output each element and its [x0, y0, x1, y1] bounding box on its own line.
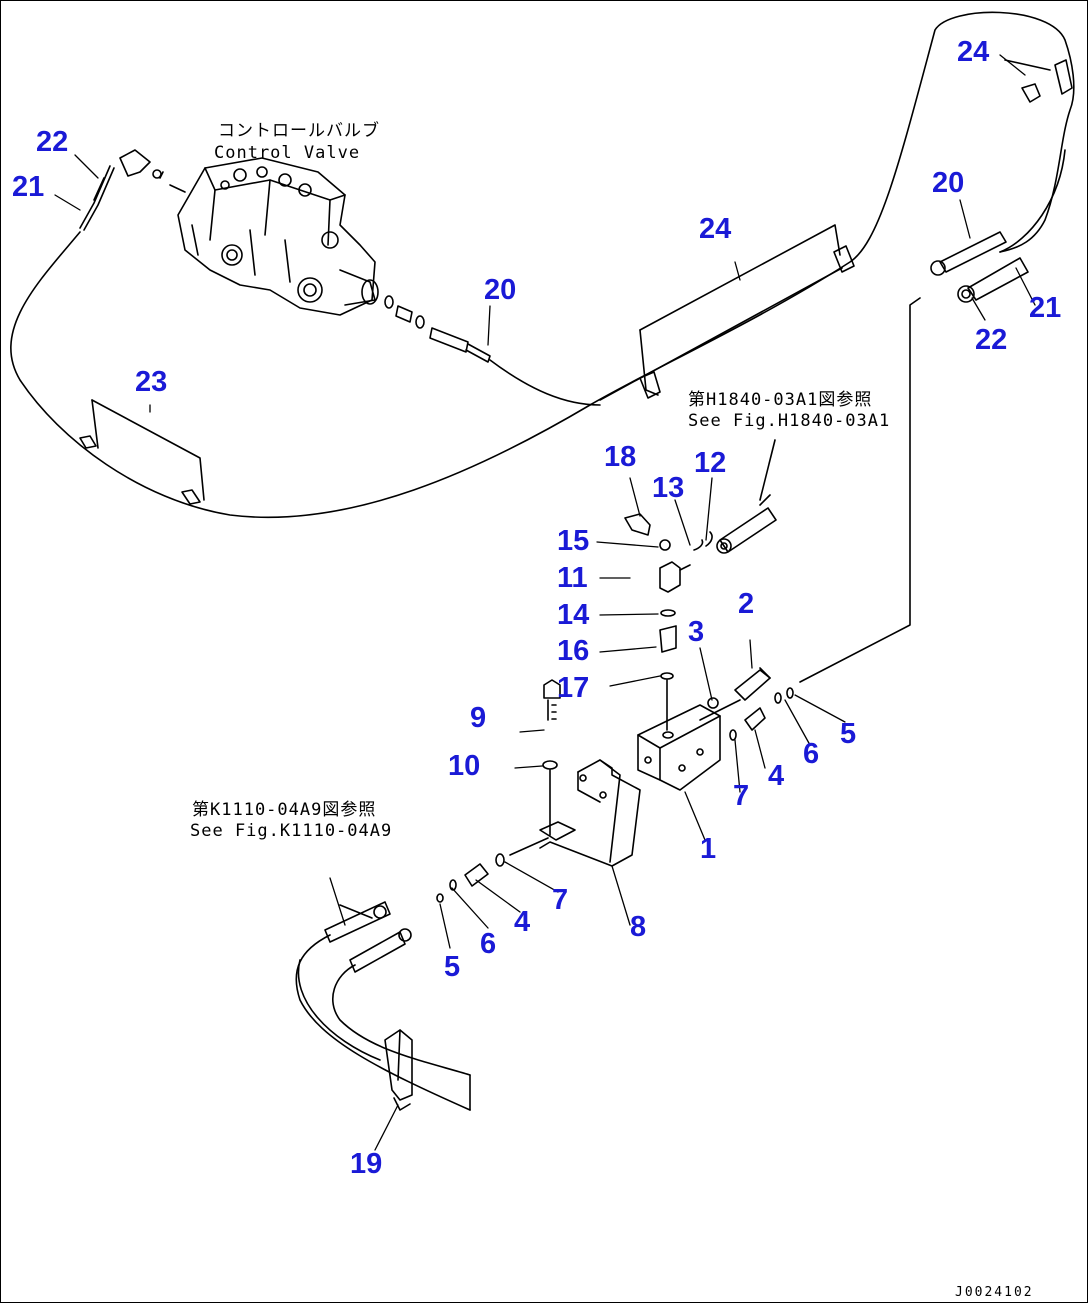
- callout-24: 24: [699, 213, 732, 245]
- callout-4b: 4: [514, 906, 531, 938]
- ref-k1110-jp: 第K1110-04A9図参照: [192, 800, 377, 820]
- callout-23: 23: [135, 366, 168, 398]
- clamp-23: [79, 399, 205, 505]
- callout-22: 22: [36, 126, 69, 158]
- callout-8: 8: [630, 911, 647, 943]
- hose-upper-right: [589, 11, 1075, 406]
- hoses-lower-left: [295, 901, 471, 1111]
- callout-21b: 21: [1029, 292, 1062, 324]
- callout-6b: 6: [480, 928, 497, 960]
- block-assembly: [436, 439, 794, 903]
- callout-13: 13: [652, 472, 685, 504]
- control-valve-label-en: Control Valve: [214, 143, 361, 163]
- ref-h1840-jp: 第H1840-03A1図参照: [688, 390, 873, 410]
- callout-9: 9: [470, 702, 487, 734]
- drawing-code: J0024102: [955, 1285, 1034, 1300]
- hose-left: [10, 149, 601, 519]
- callout-5b: 5: [444, 951, 461, 983]
- callout-17: 17: [557, 672, 590, 704]
- callout-19: 19: [350, 1148, 383, 1180]
- callout-24b: 24: [957, 36, 990, 68]
- ref-h1840-en: See Fig.H1840-03A1: [688, 411, 891, 431]
- leader-lines: [54, 54, 1036, 1151]
- callout-2: 2: [738, 588, 755, 620]
- callout-7b: 7: [552, 884, 569, 916]
- ref-k1110-en: See Fig.K1110-04A9: [190, 821, 393, 841]
- hoses-20-21-22-right: [799, 149, 1066, 683]
- callout-10: 10: [448, 750, 481, 782]
- control-valve: [152, 157, 379, 316]
- callout-22b: 22: [975, 324, 1008, 356]
- callout-7: 7: [733, 780, 750, 812]
- callout-15: 15: [557, 525, 590, 557]
- callout-5: 5: [840, 718, 857, 750]
- callout-6: 6: [803, 738, 820, 770]
- callout-14: 14: [557, 599, 590, 631]
- callout-16: 16: [557, 635, 590, 667]
- callout-18: 18: [604, 441, 637, 473]
- callout-20b: 20: [932, 167, 965, 199]
- callout-4: 4: [768, 760, 785, 792]
- control-valve-label-jp: コントロールバルブ: [218, 121, 380, 141]
- callout-3: 3: [688, 616, 705, 648]
- callout-21: 21: [12, 171, 45, 203]
- valve-outlet-fittings: [384, 295, 491, 363]
- callout-12: 12: [694, 447, 727, 479]
- callout-11: 11: [557, 562, 588, 594]
- callout-1: 1: [700, 833, 717, 865]
- callout-20: 20: [484, 274, 517, 306]
